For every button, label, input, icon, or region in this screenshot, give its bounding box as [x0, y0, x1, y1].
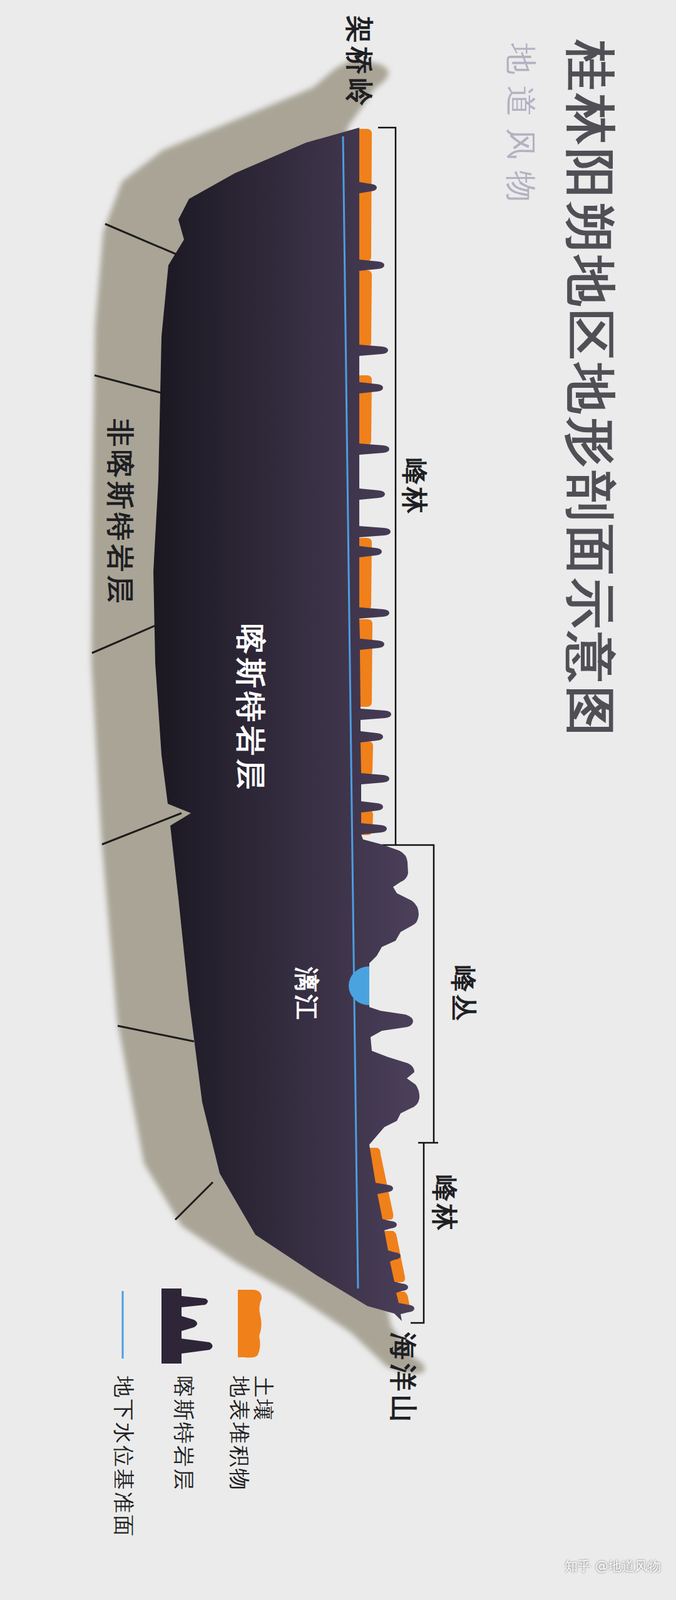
- stratum-label: 非喀斯特岩层: [103, 419, 138, 608]
- landform-label-anchor: 峰丛: [447, 966, 479, 1025]
- brand-subtitle-anchor: 地道风物: [501, 43, 540, 214]
- legend-swatch: [122, 1291, 124, 1360]
- bracket-line: [418, 1142, 439, 1145]
- legend-text: 喀斯特岩层: [171, 1377, 198, 1493]
- non-karst-stratum: 非喀斯特岩层喀斯特岩层: [84, 56, 439, 1384]
- landform-label-anchor: 峰林: [428, 1176, 461, 1234]
- legend-swatch: [161, 1289, 213, 1365]
- legend-text-anchor: 地下水位基准面: [111, 1377, 138, 1540]
- watermark-anchor: 知乎 @地道风物: [564, 1559, 661, 1576]
- karst-outline: [153, 127, 420, 1322]
- karst-stratum-shape: [147, 125, 426, 1337]
- non-karst-outline: [91, 60, 425, 1376]
- brand-subtitle: 地道风物: [501, 43, 540, 214]
- legend-swatch: [237, 1290, 262, 1359]
- river-channel: [348, 967, 370, 1006]
- landform-label: 峰丛: [447, 966, 479, 1025]
- place-name: 架桥岭: [343, 15, 377, 110]
- legend-text-anchor: 喀斯特岩层: [171, 1377, 198, 1493]
- river-name-anchor: 漓江: [291, 967, 322, 1023]
- bracket-line: [410, 1143, 424, 1324]
- landform-label: 峰林: [398, 458, 431, 517]
- karst-stratum: 喀斯特岩层: [147, 125, 426, 1337]
- diagram-title: 桂林阳朔地区地形剖面示意图: [560, 40, 621, 741]
- place-name-anchor: 架桥岭: [343, 15, 377, 110]
- landform-label-anchor: 峰林: [398, 458, 431, 517]
- watermark: 知乎 @地道风物: [564, 1559, 661, 1576]
- legend-text-anchor: 土壤 地表堆积物: [227, 1377, 276, 1503]
- place-name-anchor: 海洋山: [386, 1333, 420, 1428]
- place-name: 海洋山: [386, 1333, 420, 1428]
- legend-text: 地下水位基准面: [111, 1377, 138, 1540]
- stratum-label: 喀斯特岩层: [232, 624, 269, 794]
- landform-label: 峰林: [428, 1176, 461, 1234]
- river-name: 漓江: [291, 967, 322, 1023]
- water-table-line: [343, 136, 359, 1290]
- legend-text: 土壤 地表堆积物: [227, 1377, 276, 1503]
- zone-brackets: [378, 127, 439, 1324]
- diagram-title-anchor: 桂林阳朔地区地形剖面示意图: [560, 40, 621, 741]
